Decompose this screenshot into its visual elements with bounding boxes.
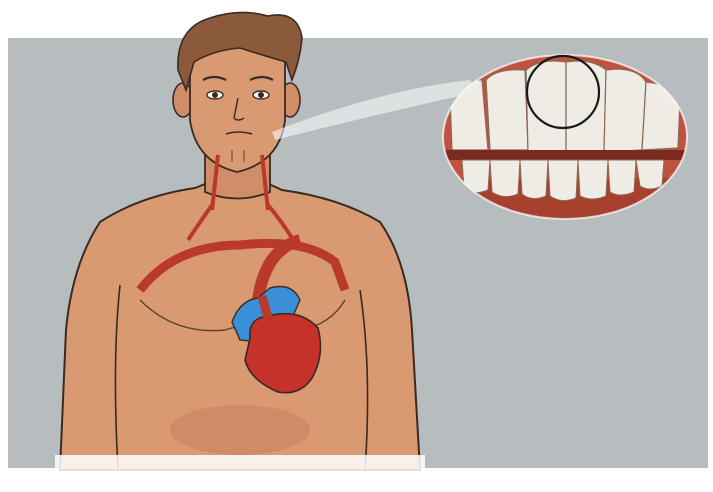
upper-tooth	[566, 61, 606, 155]
abdomen-shadow	[170, 405, 310, 455]
lower-tooth	[548, 160, 578, 201]
lower-tooth	[608, 160, 636, 195]
heart-artery-stem	[262, 296, 268, 318]
bite-gap	[440, 150, 690, 160]
right-pupil	[258, 92, 264, 98]
lower-tooth	[578, 160, 608, 199]
lower-tooth	[636, 160, 664, 189]
upper-tooth	[486, 70, 528, 150]
left-pupil	[212, 92, 218, 98]
lower-tooth	[520, 160, 548, 199]
upper-tooth	[604, 69, 646, 152]
bottom-fade	[55, 455, 425, 475]
lower-tooth	[490, 160, 520, 197]
